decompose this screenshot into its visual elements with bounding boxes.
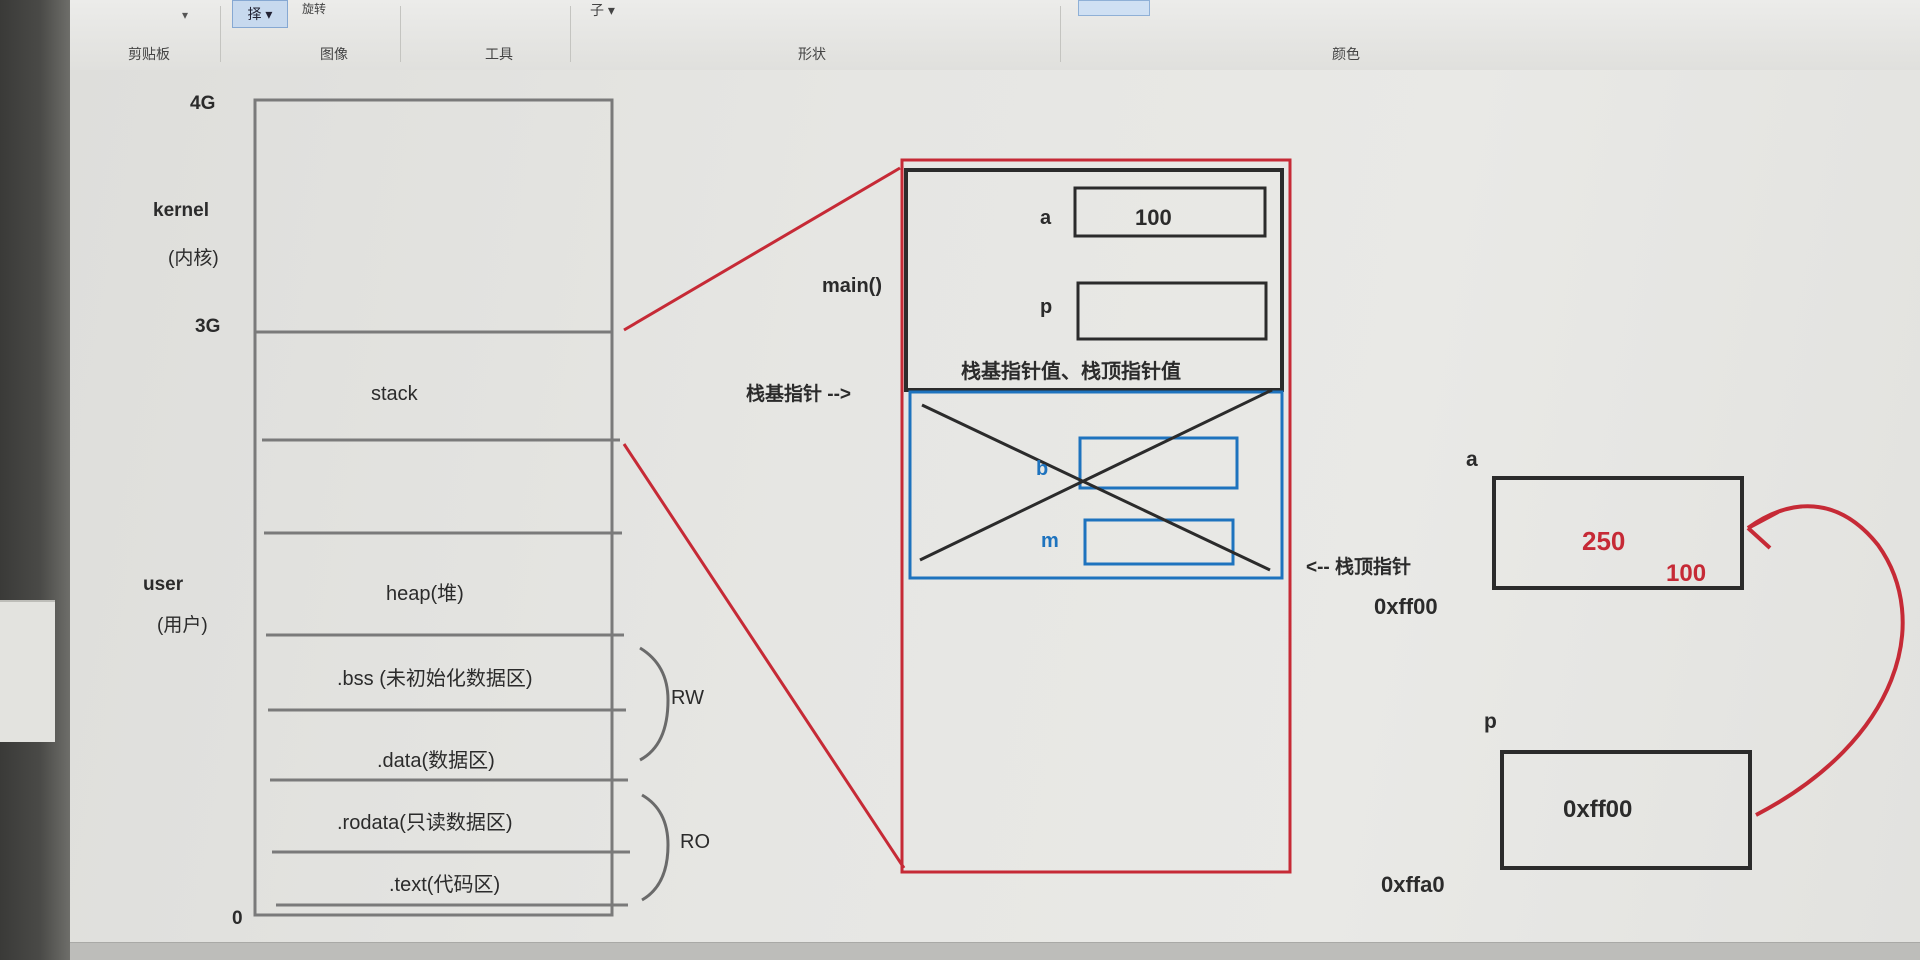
ribbon-toolbar: ▾ 择 ▾ 旋转 子 ▾ 剪贴板 图像 工具 形状 颜色 xyxy=(70,0,1920,72)
arrowhead-icon xyxy=(1746,510,1779,550)
label-ro: RO xyxy=(680,831,710,853)
monitor-bezel xyxy=(0,0,70,960)
frame-note: 栈基指针值、栈顶指针值 xyxy=(961,361,1181,383)
label-var-p: p xyxy=(1040,296,1053,318)
value-a-new: 250 xyxy=(1582,526,1626,556)
cross-line xyxy=(921,403,1271,572)
divider xyxy=(220,6,221,62)
stack-zoom-box xyxy=(900,158,1292,874)
label-base-pointer: 栈基指针 --> xyxy=(746,384,852,405)
color-swatch[interactable] xyxy=(1078,0,1150,16)
label-var-m: m xyxy=(1041,530,1059,552)
divider xyxy=(400,6,401,62)
box-a xyxy=(1492,476,1744,590)
chevron-down-icon[interactable]: ▾ xyxy=(182,8,189,22)
value-a-old: 100 xyxy=(1666,560,1707,587)
group-label-shapes: 形状 xyxy=(798,46,826,62)
ro-brace xyxy=(641,793,670,902)
main-frame-box xyxy=(904,168,1284,392)
label-main: main() xyxy=(822,275,882,297)
select-button[interactable]: 择 ▾ xyxy=(232,0,288,28)
label-a: a xyxy=(1466,448,1478,471)
label-rw: RW xyxy=(671,687,704,709)
background-paper xyxy=(0,600,55,742)
label-user-cn: (用户) xyxy=(157,615,208,636)
label-var-a: a xyxy=(1040,207,1052,229)
label-user: user xyxy=(143,574,184,595)
cross-line xyxy=(919,388,1273,562)
group-label-clipboard: 剪贴板 xyxy=(128,46,170,62)
zoom-line-bottom xyxy=(622,443,906,869)
label-kernel-cn: (内核) xyxy=(168,248,219,269)
memory-layout-box xyxy=(253,98,614,917)
divider xyxy=(1060,6,1061,62)
var-b-box xyxy=(1078,436,1239,490)
segment-stack: stack xyxy=(371,383,418,405)
callee-frame-box xyxy=(908,390,1284,580)
label-zero: 0 xyxy=(232,908,243,929)
group-label-tools: 工具 xyxy=(485,46,513,62)
box-p xyxy=(1500,750,1752,870)
value-var-a: 100 xyxy=(1135,205,1172,230)
segment-bss: .bss (未初始化数据区) xyxy=(337,668,533,690)
segment-text: .text(代码区) xyxy=(389,874,501,896)
text-tool-button[interactable]: 子 ▾ xyxy=(590,2,615,18)
paint-canvas[interactable] xyxy=(70,70,1920,945)
label-top-pointer: <-- 栈顶指针 xyxy=(1306,557,1412,578)
pointer-arrow xyxy=(1746,504,1905,817)
label-kernel: kernel xyxy=(153,200,209,221)
label-p: p xyxy=(1484,710,1497,733)
label-var-b: b xyxy=(1036,458,1049,480)
group-label-image: 图像 xyxy=(320,46,348,62)
var-m-box xyxy=(1083,518,1235,566)
label-3g: 3G xyxy=(195,316,221,337)
horizontal-scrollbar[interactable] xyxy=(70,942,1920,960)
var-a-box xyxy=(1073,186,1267,238)
rw-brace xyxy=(639,646,670,762)
label-4g: 4G xyxy=(190,93,216,114)
var-p-box xyxy=(1076,281,1268,341)
address-a: 0xff00 xyxy=(1374,594,1438,619)
segment-heap: heap(堆) xyxy=(386,583,464,605)
group-label-colors: 颜色 xyxy=(1332,46,1360,62)
divider xyxy=(570,6,571,62)
address-p: 0xffa0 xyxy=(1381,872,1445,897)
segment-data: .data(数据区) xyxy=(377,750,495,772)
value-p: 0xff00 xyxy=(1563,796,1633,823)
rotate-icon-label[interactable]: 旋转 xyxy=(302,2,327,16)
segment-rodata: .rodata(只读数据区) xyxy=(337,812,513,834)
zoom-line-top xyxy=(623,166,901,332)
